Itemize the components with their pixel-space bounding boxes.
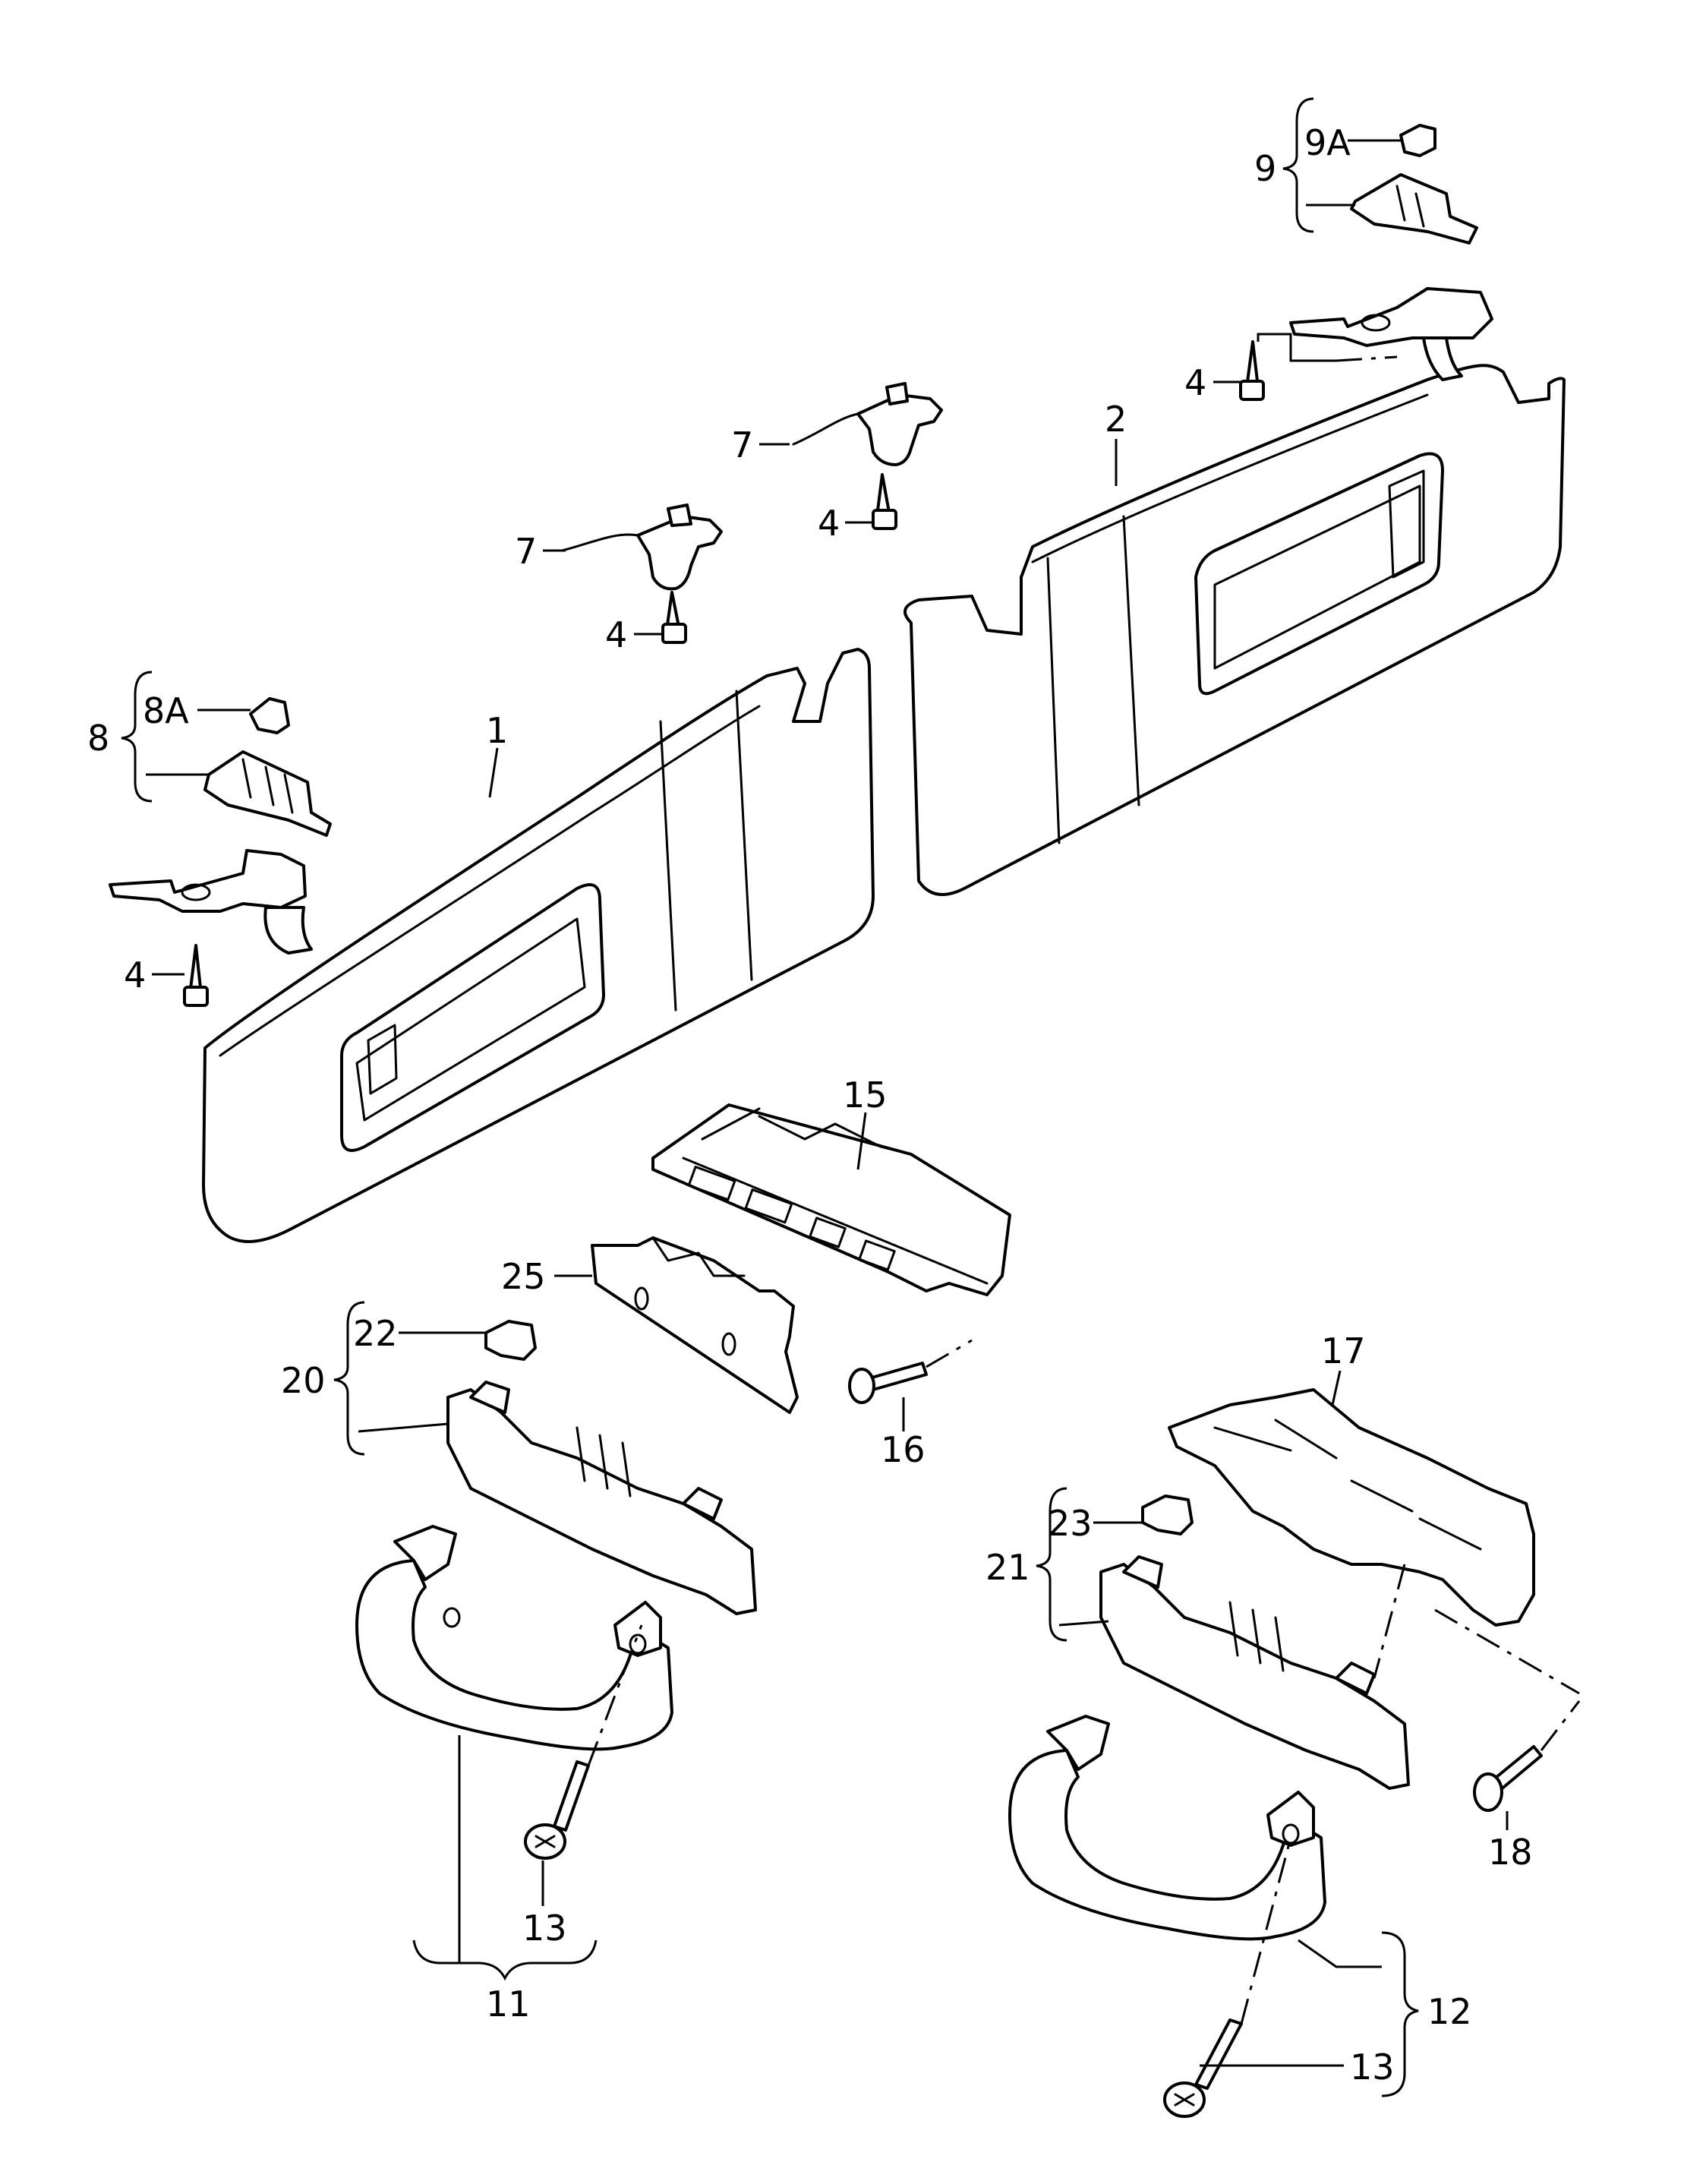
callout-8: 8 bbox=[87, 718, 109, 759]
handle-base-21 bbox=[1099, 1555, 1410, 1790]
callout-4-right: 4 bbox=[1184, 362, 1206, 403]
brace-12 bbox=[1381, 1931, 1419, 2097]
callout-17: 17 bbox=[1321, 1330, 1366, 1371]
screw-13-right bbox=[1163, 2018, 1243, 2118]
clip-22 bbox=[484, 1320, 537, 1361]
right-visor-clip-insert bbox=[1399, 124, 1436, 157]
brace-21 bbox=[1036, 1487, 1067, 1642]
callout-16: 16 bbox=[881, 1429, 926, 1470]
screw-4-mid-left bbox=[661, 591, 687, 644]
callout-13-left: 13 bbox=[522, 1908, 567, 1949]
brace-11 bbox=[412, 1939, 598, 1981]
left-sun-visor bbox=[202, 648, 875, 1243]
callout-7-right: 7 bbox=[731, 424, 753, 466]
callout-4-left: 4 bbox=[124, 955, 146, 996]
callout-4-mid-right: 4 bbox=[818, 503, 840, 544]
screw-4-left bbox=[183, 944, 209, 1007]
callout-9a: 9A bbox=[1304, 122, 1351, 163]
screw-4-right bbox=[1239, 340, 1265, 401]
screw-16-dashline bbox=[926, 1339, 973, 1368]
callout-23: 23 bbox=[1048, 1503, 1093, 1544]
screw-18 bbox=[1473, 1745, 1543, 1812]
screw-16 bbox=[848, 1362, 928, 1404]
callout-12: 12 bbox=[1427, 1991, 1472, 2032]
left-visor-clip-insert bbox=[249, 697, 290, 734]
leader-lines bbox=[146, 139, 1509, 2067]
right-pivot-dashline bbox=[1336, 355, 1398, 362]
screw-18-dashline bbox=[1434, 1608, 1581, 1751]
callout-4-mid-left: 4 bbox=[605, 614, 627, 655]
cover-17-dashline bbox=[1373, 1564, 1406, 1679]
callout-1: 1 bbox=[486, 710, 508, 751]
callout-8a: 8A bbox=[143, 690, 189, 731]
callout-9: 9 bbox=[1254, 148, 1276, 189]
visor-holder-right bbox=[792, 382, 943, 466]
bracket-25 bbox=[591, 1236, 799, 1414]
callout-22: 22 bbox=[353, 1313, 398, 1354]
clip-23 bbox=[1141, 1494, 1194, 1535]
callout-11: 11 bbox=[486, 1984, 531, 2025]
callout-21: 21 bbox=[985, 1547, 1030, 1588]
right-sun-visor bbox=[903, 364, 1566, 896]
cover-plate-15 bbox=[651, 1103, 1011, 1296]
visor-holder-left bbox=[560, 503, 723, 591]
cover-17 bbox=[1168, 1388, 1535, 1627]
right-pivot-leader bbox=[1257, 333, 1336, 362]
callout-7-left: 7 bbox=[515, 531, 537, 572]
screw-13-left bbox=[524, 1760, 590, 1860]
left-visor-clip bbox=[203, 750, 332, 837]
handle-base-20 bbox=[446, 1381, 757, 1615]
brace-8 bbox=[121, 671, 153, 803]
callout-25: 25 bbox=[501, 1256, 546, 1297]
brace-9 bbox=[1282, 97, 1314, 233]
callout-18: 18 bbox=[1488, 1832, 1533, 1873]
screw-13-left-dashline bbox=[587, 1624, 643, 1766]
right-visor-pivot-bracket bbox=[1289, 287, 1493, 381]
callout-20: 20 bbox=[281, 1360, 326, 1401]
screw-4-mid-right bbox=[872, 473, 897, 530]
right-visor-clip bbox=[1350, 173, 1478, 245]
grab-handle-12 bbox=[1008, 1715, 1326, 1941]
callout-15: 15 bbox=[843, 1075, 888, 1116]
callout-2: 2 bbox=[1105, 399, 1127, 440]
left-visor-pivot-bracket bbox=[109, 849, 313, 955]
grab-handle-11 bbox=[355, 1525, 673, 1751]
callout-13-right: 13 bbox=[1350, 2047, 1395, 2088]
screw-13-right-dashline bbox=[1240, 1837, 1292, 2025]
brace-20 bbox=[333, 1301, 365, 1456]
